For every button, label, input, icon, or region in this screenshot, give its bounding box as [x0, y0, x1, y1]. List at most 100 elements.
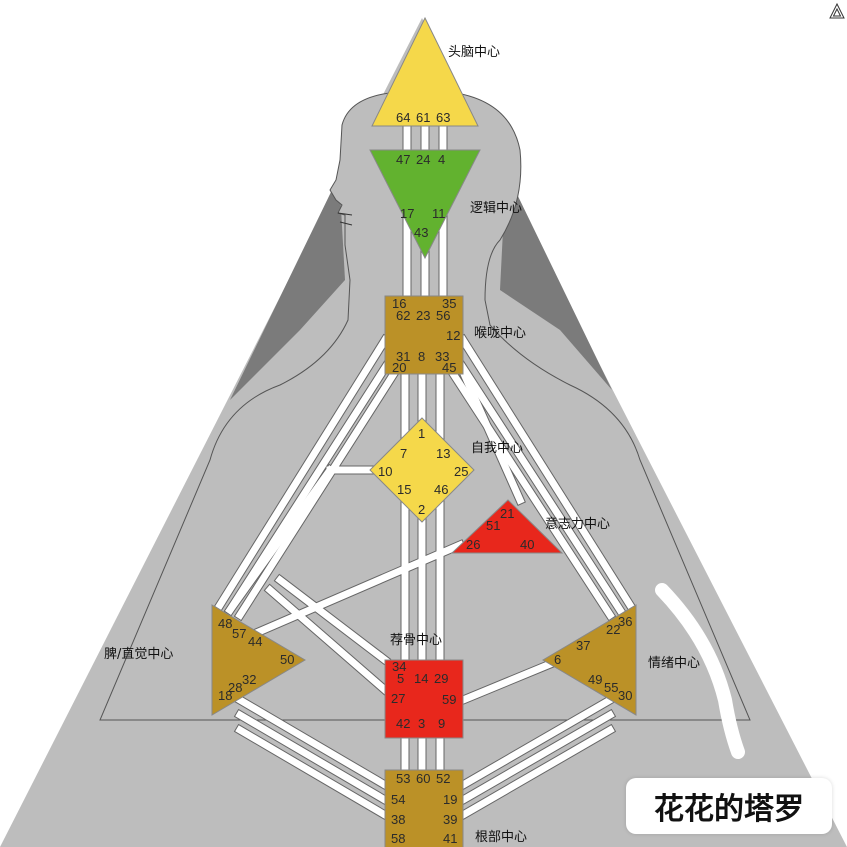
channel-line: [455, 360, 525, 505]
gate-number: 51: [486, 518, 500, 533]
gate-number: 42: [396, 716, 410, 731]
gate-number: 53: [396, 771, 410, 786]
channel-line: [453, 355, 625, 615]
gate-number: 57: [232, 626, 246, 641]
gate-number: 62: [396, 308, 410, 323]
gate-number: 61: [416, 110, 430, 125]
watermark-text: 花花的塔罗: [654, 792, 804, 827]
gate-number: 47: [396, 152, 410, 167]
gate-number: 52: [436, 771, 450, 786]
gate-number: 31: [396, 349, 410, 364]
ajna-center-shape: [369, 149, 481, 260]
gate-number: 9: [438, 716, 445, 731]
white-brush-stroke: [655, 583, 745, 759]
gate-number: 49: [588, 672, 602, 687]
gate-number: 4: [438, 152, 445, 167]
gate-number: 54: [391, 792, 405, 807]
watermark: 花花的塔罗: [626, 778, 832, 834]
gate-number: 14: [414, 671, 428, 686]
gate-number: 25: [454, 464, 468, 479]
channel-line: [235, 695, 390, 790]
sacral-center-label: 荐骨中心: [390, 633, 442, 648]
head-center-shape: [371, 16, 479, 127]
ego-center-shape: [450, 499, 564, 554]
gate-number: 24: [416, 152, 430, 167]
gate-number: 64: [396, 110, 410, 125]
gate-number: 55: [604, 680, 618, 695]
gate-number: 1: [418, 426, 425, 441]
gate-number: 39: [443, 812, 457, 827]
gate-number: 7: [400, 446, 407, 461]
gate-number: 18: [218, 688, 232, 703]
gate-number: 60: [416, 771, 430, 786]
g-center-label: 自我中心: [471, 441, 523, 456]
channel-line: [458, 335, 635, 610]
throat-center-shape: [384, 295, 464, 375]
gate-number: 38: [391, 812, 405, 827]
gate-number: 2: [418, 502, 425, 517]
channel-line: [458, 710, 615, 805]
face-mouth-line: [337, 212, 353, 226]
gate-number: 48: [218, 616, 232, 631]
head-center-label: 头脑中心: [448, 45, 500, 60]
gate-number: 37: [576, 638, 590, 653]
gate-number: 56: [436, 308, 450, 323]
gate-number: 15: [397, 482, 411, 497]
channel-line: [458, 725, 615, 820]
root-center-shape: [384, 769, 464, 847]
gate-number: 44: [248, 634, 262, 649]
gate-number: 36: [618, 614, 632, 629]
gate-number: 5: [397, 671, 404, 686]
gate-number: 46: [434, 482, 448, 497]
gate-number: 22: [606, 622, 620, 637]
channel-line: [458, 655, 565, 705]
gate-number: 45: [442, 360, 456, 375]
gate-number: 63: [436, 110, 450, 125]
ajna-center-label: 逻辑中心: [470, 201, 522, 216]
left-shoulder-shade: [230, 190, 345, 400]
channel-line: [235, 725, 390, 820]
gate-number: 13: [436, 446, 450, 461]
gate-number: 50: [280, 652, 294, 667]
gate-number: 6: [554, 652, 561, 667]
gate-number: 16: [392, 296, 406, 311]
gate-number: 33: [435, 349, 449, 364]
throat-center-label: 喉咙中心: [474, 326, 526, 341]
gate-number: 43: [414, 225, 428, 240]
gate-number: 41: [443, 831, 457, 846]
gate-number: 17: [400, 206, 414, 221]
channel-line: [215, 335, 390, 610]
spleen-center-shape: [211, 604, 306, 716]
gate-number: 19: [443, 792, 457, 807]
gate-number: 28: [228, 680, 242, 695]
spleen-center-label: 脾/直觉中心: [104, 647, 173, 662]
ego-center-label: 意志力中心: [545, 516, 610, 532]
right-shoulder-shade: [500, 190, 612, 390]
gate-number: 3: [418, 716, 425, 731]
gate-number: 35: [442, 296, 456, 311]
channel-line: [235, 540, 465, 645]
gate-number: 27: [391, 691, 405, 706]
channel-line: [225, 465, 335, 615]
gate-number: 23: [416, 308, 430, 323]
solar-center-label: 情绪中心: [648, 656, 700, 671]
gate-number: 20: [392, 360, 406, 375]
gate-number: 10: [378, 464, 392, 479]
gate-number: 40: [520, 537, 534, 552]
gate-number: 34: [392, 659, 406, 674]
channel-line: [235, 710, 390, 805]
gate-number: 26: [466, 537, 480, 552]
g-center-shape: [369, 417, 475, 523]
solar-center-shape: [542, 604, 637, 716]
gate-number: 12: [446, 328, 460, 343]
gate-number: 30: [618, 688, 632, 703]
gate-number: 21: [500, 506, 514, 521]
triangle-logo-icon[interactable]: [828, 2, 846, 20]
sacral-center-shape: [384, 659, 464, 739]
channel-line: [275, 575, 390, 665]
gate-number: 59: [442, 692, 456, 707]
gate-number: 29: [434, 671, 448, 686]
channel-line: [265, 585, 390, 695]
